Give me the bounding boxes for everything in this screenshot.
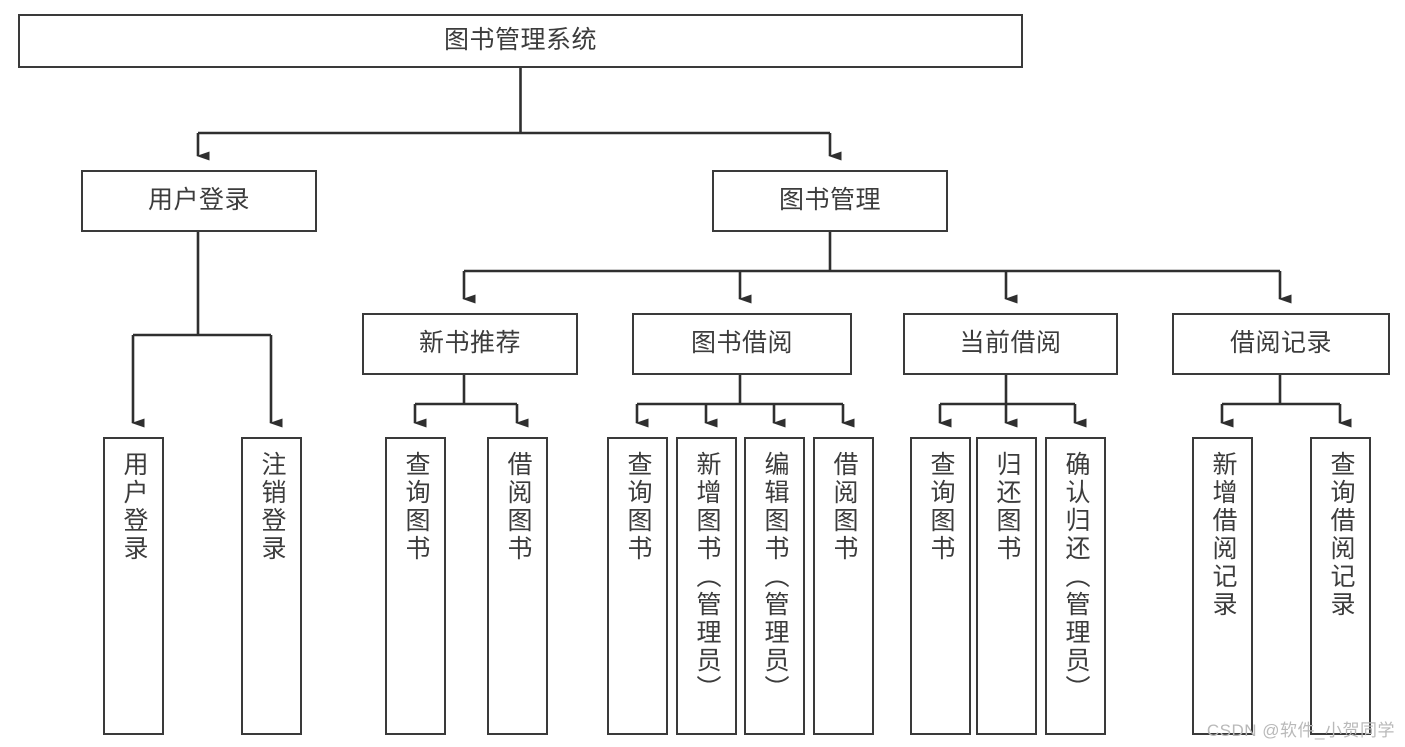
node-label: 借阅图书	[504, 451, 532, 563]
csdn-watermark: CSDN @软件_小贺同学	[1206, 721, 1395, 740]
node-label: 查询图书	[624, 451, 652, 563]
node-root-book-management-system[interactable]: 图书管理系统	[18, 14, 1023, 68]
node-leaf-query-book-recommend[interactable]: 查询图书	[385, 437, 446, 735]
node-leaf-edit-book[interactable]: 编辑图书（管理员）	[744, 437, 805, 735]
node-label: 归还图书	[993, 451, 1021, 563]
node-label: 图书管理系统	[443, 26, 597, 55]
node-leaf-return-book[interactable]: 归还图书	[976, 437, 1037, 735]
node-label: 注销登录	[258, 451, 286, 563]
node-label: 确认归还（管理员）	[1062, 451, 1090, 703]
node-label: 查询图书	[927, 451, 955, 563]
node-new-book-recommend[interactable]: 新书推荐	[362, 313, 578, 375]
node-leaf-borrow-book[interactable]: 借阅图书	[813, 437, 874, 735]
node-label: 当前借阅	[959, 329, 1062, 358]
node-leaf-borrow-book-recommend[interactable]: 借阅图书	[487, 437, 548, 735]
node-book-borrow[interactable]: 图书借阅	[632, 313, 852, 375]
node-book-manage[interactable]: 图书管理	[712, 170, 948, 232]
node-leaf-add-book[interactable]: 新增图书（管理员）	[676, 437, 737, 735]
node-user-login[interactable]: 用户登录	[81, 170, 317, 232]
node-label: 图书借阅	[690, 329, 793, 358]
node-label: 编辑图书（管理员）	[761, 451, 789, 703]
node-label: 图书管理	[778, 186, 881, 215]
node-leaf-query-book-borrow[interactable]: 查询图书	[607, 437, 668, 735]
node-label: 新增借阅记录	[1209, 451, 1237, 619]
node-label: 查询借阅记录	[1327, 451, 1355, 619]
node-label: 借阅记录	[1229, 329, 1332, 358]
node-leaf-confirm-return[interactable]: 确认归还（管理员）	[1045, 437, 1106, 735]
node-leaf-user-login[interactable]: 用户登录	[103, 437, 164, 735]
node-leaf-query-borrow-record[interactable]: 查询借阅记录	[1310, 437, 1371, 735]
node-leaf-query-book-current[interactable]: 查询图书	[910, 437, 971, 735]
node-leaf-add-borrow-record[interactable]: 新增借阅记录	[1192, 437, 1253, 735]
node-label: 新增图书（管理员）	[693, 451, 721, 703]
node-leaf-logout[interactable]: 注销登录	[241, 437, 302, 735]
node-borrow-record[interactable]: 借阅记录	[1172, 313, 1390, 375]
node-label: 新书推荐	[418, 329, 521, 358]
node-label: 用户登录	[147, 186, 250, 215]
node-label: 查询图书	[402, 451, 430, 563]
node-label: 借阅图书	[830, 451, 858, 563]
node-label: 用户登录	[120, 451, 148, 563]
node-current-borrow[interactable]: 当前借阅	[903, 313, 1118, 375]
